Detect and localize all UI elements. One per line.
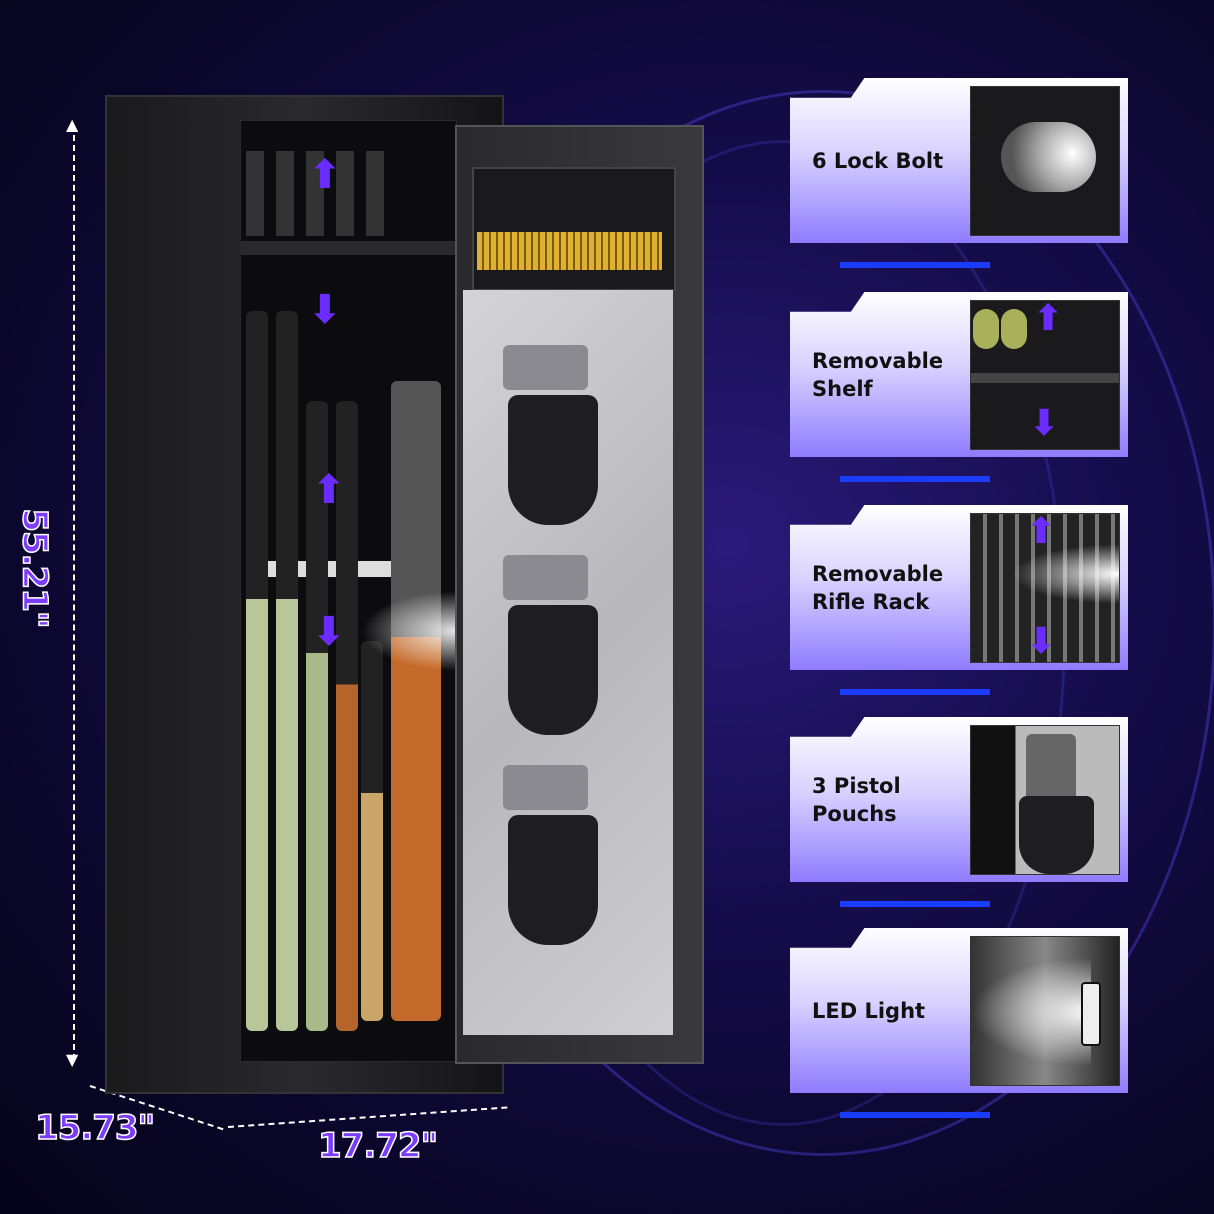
ammo-rounds <box>477 232 662 270</box>
feature-label: LED Light <box>812 998 926 1023</box>
rifle <box>306 401 328 1031</box>
feature-label: 3 Pistol Pouchs <box>812 773 901 826</box>
depth-label: 15.73" <box>34 1107 156 1149</box>
deco-bar <box>840 262 990 268</box>
door-panel <box>463 290 673 1035</box>
height-label: 55.21" <box>14 508 56 629</box>
safe-interior <box>240 120 457 1062</box>
deco-bar <box>840 901 990 907</box>
pistol-pouch-icon <box>970 725 1120 875</box>
shelf-icon: ⬆ ⬇ <box>970 300 1120 450</box>
pistol <box>503 345 588 390</box>
arrow-up-icon: ⬆ <box>308 152 342 198</box>
rifle <box>361 641 383 1021</box>
pistol-rack <box>246 151 386 236</box>
feature-card-led-light: LED Light <box>790 928 1128 1093</box>
arrow-up-icon: ⬆ <box>312 467 346 513</box>
pistol <box>503 555 588 600</box>
pistol-pouch <box>508 605 598 735</box>
rifle-rack-icon: ⬆ ⬇ <box>970 513 1120 663</box>
pistol <box>503 765 588 810</box>
arrow-up-icon: ▲ <box>66 115 79 134</box>
feature-card-pistol-pouchs: 3 Pistol Pouchs <box>790 717 1128 882</box>
deco-bar <box>840 1112 990 1118</box>
feature-card-removable-shelf: Removable Shelf ⬆ ⬇ <box>790 292 1128 457</box>
pistol-pouch <box>508 815 598 945</box>
lock-bolt-icon <box>970 86 1120 236</box>
deco-bar <box>840 689 990 695</box>
led-beam <box>361 591 456 671</box>
arrow-down-icon: ⬇ <box>308 287 342 333</box>
feature-label: Removable Shelf <box>812 348 944 401</box>
width-dimension-line <box>227 1106 508 1128</box>
led-light-icon <box>970 936 1120 1086</box>
deco-bar <box>840 476 990 482</box>
feature-label: Removable Rifle Rack <box>812 561 944 614</box>
arrow-down-icon: ⬇ <box>312 609 346 655</box>
arrow-down-icon: ▼ <box>66 1050 79 1069</box>
top-shelf <box>241 241 456 255</box>
rifle <box>276 311 298 1031</box>
width-label: 17.72" <box>317 1125 439 1167</box>
feature-card-lock-bolt: 6 Lock Bolt <box>790 78 1128 243</box>
rifle <box>391 381 441 1021</box>
rifle <box>246 311 268 1031</box>
ammo-tray <box>472 167 676 291</box>
height-dimension-line <box>73 125 75 1060</box>
feature-label: 6 Lock Bolt <box>812 148 944 173</box>
feature-card-rifle-rack: Removable Rifle Rack ⬆ ⬇ <box>790 505 1128 670</box>
rifle <box>336 401 358 1031</box>
pistol-pouch <box>508 395 598 525</box>
